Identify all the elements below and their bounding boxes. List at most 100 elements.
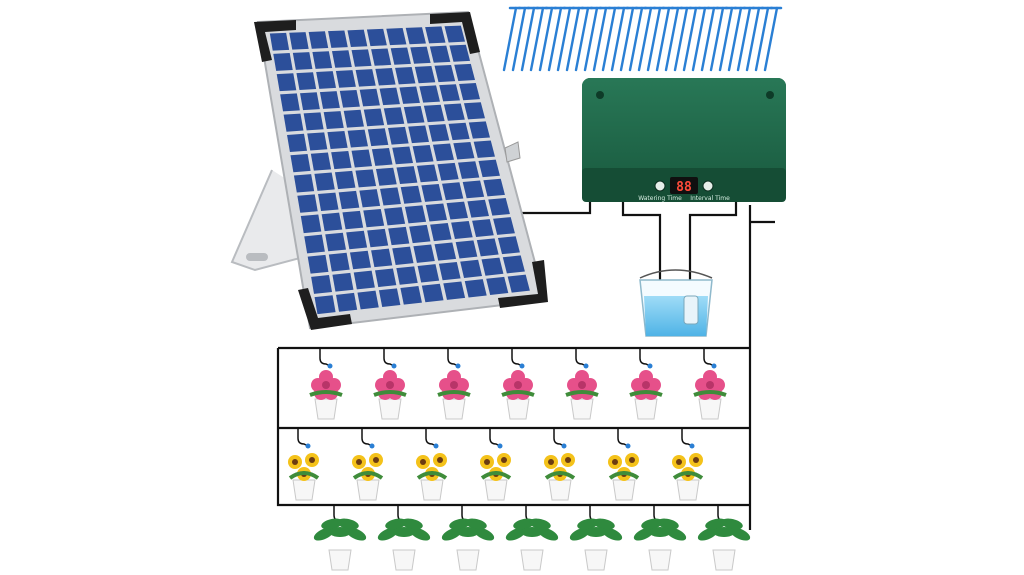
potted-plant-pink-flower bbox=[501, 348, 535, 420]
solar-cell bbox=[384, 207, 406, 226]
solar-cell bbox=[419, 85, 440, 103]
solar-cell bbox=[413, 244, 435, 263]
solar-cell bbox=[412, 144, 434, 163]
solar-cell bbox=[451, 221, 473, 240]
solar-cell bbox=[335, 70, 356, 88]
solar-cell bbox=[355, 69, 376, 87]
solar-cell bbox=[359, 88, 380, 107]
solar-cell bbox=[467, 199, 489, 218]
solar-cell bbox=[488, 197, 510, 216]
solar-cell bbox=[289, 32, 309, 50]
solar-cell bbox=[300, 214, 322, 234]
solar-cell bbox=[343, 109, 364, 128]
solar-cell bbox=[386, 28, 407, 46]
solar-cell bbox=[371, 147, 393, 166]
interval-time-button[interactable] bbox=[702, 180, 714, 192]
solar-cell bbox=[392, 146, 414, 165]
solar-cell bbox=[346, 230, 368, 250]
bucket-hose-right bbox=[688, 200, 738, 295]
solar-cell bbox=[476, 238, 499, 257]
drip-stake bbox=[502, 6, 522, 72]
solar-panel bbox=[230, 10, 548, 330]
solar-cell bbox=[388, 226, 410, 246]
solar-cell bbox=[371, 248, 393, 268]
solar-cell bbox=[462, 180, 485, 199]
solar-cell bbox=[430, 222, 452, 242]
solar-cell bbox=[334, 170, 356, 190]
solar-cell bbox=[308, 31, 329, 49]
solar-cell bbox=[425, 203, 448, 222]
panel-clip bbox=[504, 141, 521, 163]
panel-corner-tr bbox=[430, 12, 480, 54]
potted-plant-sunflower bbox=[416, 428, 448, 501]
solar-cell bbox=[404, 205, 427, 224]
solar-cell bbox=[410, 46, 431, 64]
solar-cell bbox=[357, 290, 379, 310]
solar-cell bbox=[355, 169, 377, 188]
solar-cell bbox=[425, 26, 446, 44]
solar-cell bbox=[349, 250, 371, 270]
solar-cell bbox=[314, 295, 336, 315]
solar-cell bbox=[390, 47, 411, 65]
solar-cell bbox=[303, 112, 324, 131]
solar-cell bbox=[367, 228, 389, 248]
solar-cell bbox=[328, 252, 350, 272]
solar-cell bbox=[400, 185, 422, 204]
solar-cell bbox=[414, 65, 436, 84]
water-bucket bbox=[639, 269, 713, 337]
solar-cell bbox=[378, 288, 401, 308]
solar-cell bbox=[439, 84, 460, 102]
solar-cell bbox=[416, 164, 439, 183]
solar-cell bbox=[380, 187, 401, 206]
watering-time-button[interactable] bbox=[654, 180, 666, 192]
panel-corner-tl bbox=[254, 20, 296, 62]
solar-cell bbox=[464, 279, 487, 298]
solar-cell bbox=[375, 167, 397, 186]
solar-cell bbox=[332, 272, 354, 292]
solar-cell bbox=[375, 268, 397, 288]
solar-cell bbox=[443, 281, 466, 300]
solar-cell bbox=[460, 259, 483, 278]
solar-cell bbox=[363, 108, 385, 127]
solar-cell bbox=[428, 124, 450, 142]
lcd-display bbox=[670, 177, 698, 194]
solar-cell bbox=[473, 140, 495, 158]
solar-cell bbox=[400, 286, 422, 305]
solar-cell bbox=[388, 126, 409, 145]
solar-cell bbox=[359, 189, 381, 208]
solar-cell bbox=[442, 182, 464, 201]
solar-cell bbox=[468, 121, 490, 139]
solar-cell bbox=[443, 103, 465, 121]
solar-cell bbox=[409, 224, 431, 244]
solar-cell bbox=[280, 93, 300, 112]
solar-cell bbox=[453, 142, 475, 160]
solar-cell bbox=[478, 159, 500, 178]
solar-cell bbox=[293, 174, 315, 193]
solar-cell bbox=[396, 166, 418, 185]
solar-cell bbox=[449, 44, 471, 62]
panel-cells bbox=[269, 25, 530, 315]
solar-cell bbox=[325, 232, 346, 252]
submersible-pump bbox=[683, 295, 699, 325]
solar-cell bbox=[314, 172, 335, 191]
solar-cell bbox=[351, 49, 372, 67]
solar-cell bbox=[434, 64, 456, 83]
solar-cell bbox=[448, 122, 470, 141]
potted-plant-green-leafy bbox=[505, 505, 559, 571]
display-value: 88 bbox=[676, 180, 692, 195]
solar-cell bbox=[395, 67, 416, 85]
solar-cell bbox=[276, 73, 297, 92]
solar-cell bbox=[417, 264, 440, 283]
pump-controller: 88 Watering Time Interval Time bbox=[582, 78, 786, 202]
solar-cell bbox=[446, 201, 469, 220]
solar-cell bbox=[307, 132, 328, 151]
solar-cell bbox=[331, 150, 352, 170]
solar-cell bbox=[437, 162, 459, 181]
solar-cell bbox=[327, 131, 348, 150]
solar-cell bbox=[304, 234, 325, 254]
solar-cell bbox=[300, 92, 320, 111]
solar-cell bbox=[312, 51, 333, 69]
solar-cell bbox=[493, 217, 515, 235]
